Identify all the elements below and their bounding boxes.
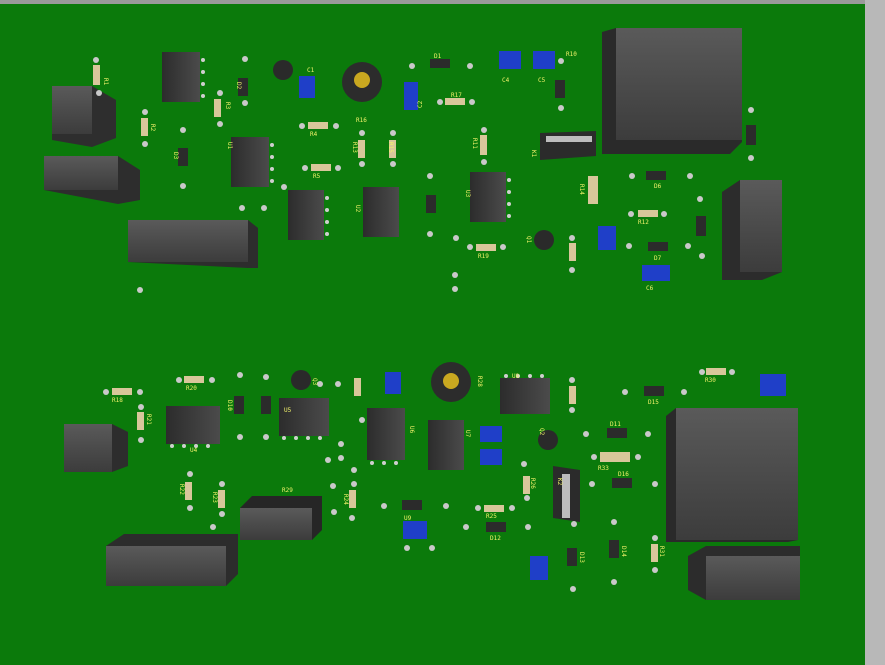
label-c6: C6 xyxy=(646,285,654,292)
relay-block-bottom-left-2 xyxy=(106,534,238,586)
label-r4: R4 xyxy=(310,131,318,138)
label-r15: R15 xyxy=(387,142,394,153)
label-r5: R5 xyxy=(313,173,321,180)
label-r31: R31 xyxy=(658,546,665,557)
label-q1: Q1 xyxy=(525,236,532,244)
ic-u2 xyxy=(231,137,274,187)
ic-u3 xyxy=(288,190,329,240)
label-k1: K1 xyxy=(530,150,537,158)
ic-u9 xyxy=(428,420,464,470)
label-r2: R2 xyxy=(149,124,156,132)
relay-block-right xyxy=(722,180,782,280)
label-u7: U7 xyxy=(464,430,471,438)
label-u9: U9 xyxy=(404,515,412,522)
label-d16: D16 xyxy=(618,471,629,478)
transistor-q4 xyxy=(538,430,558,450)
relay-k1 xyxy=(602,28,742,154)
ic-u4 xyxy=(363,187,399,237)
label-r1: R1 xyxy=(102,78,109,86)
label-d12: D12 xyxy=(490,535,501,542)
label-c2: C2 xyxy=(417,100,424,108)
ic-u5 xyxy=(470,172,511,222)
label-c4: C4 xyxy=(502,77,510,84)
relay-block-left-1 xyxy=(52,86,116,147)
label-r10: R10 xyxy=(566,51,577,58)
label-d6: D6 xyxy=(654,183,662,190)
label-d2: D2 xyxy=(235,82,242,90)
label-r17: R17 xyxy=(451,92,462,99)
ic-u6 xyxy=(166,406,220,448)
transistor-q3 xyxy=(291,370,311,390)
label-u2: U2 xyxy=(354,205,361,213)
label-r11: R11 xyxy=(471,138,478,149)
label-u3: U3 xyxy=(464,190,471,198)
label-d3: D3 xyxy=(172,152,179,160)
label-r33: R33 xyxy=(598,465,609,472)
regulator-top xyxy=(540,131,596,160)
label-r24: R24 xyxy=(342,494,349,505)
label-u4: U4 xyxy=(190,447,198,454)
label-c1: C1 xyxy=(307,67,315,74)
silkscreen-labels: R1 R2 R3 R4 R5 R10 R11 R12 R13 R14 R15 R… xyxy=(102,51,716,563)
label-r12: R12 xyxy=(638,219,649,226)
ic-u1 xyxy=(162,52,205,102)
label-k2: K2 xyxy=(556,478,563,486)
relay-block-bottom-right xyxy=(688,546,800,600)
ic-u10 xyxy=(500,374,550,414)
viewport-top-edge xyxy=(0,0,885,4)
label-r28: R28 xyxy=(476,376,483,387)
viewport-right-edge xyxy=(865,0,885,665)
label-r25: R25 xyxy=(486,513,497,520)
label-r21: R21 xyxy=(145,414,152,425)
label-r19: R19 xyxy=(478,253,489,260)
label-r23: R23 xyxy=(211,492,218,503)
label-r18: R18 xyxy=(112,397,123,404)
label-r13: R13 xyxy=(351,142,358,153)
blue-capacitors-top xyxy=(299,51,670,281)
relay-k2 xyxy=(666,408,798,542)
label-d15: D15 xyxy=(648,399,659,406)
label-d1: D1 xyxy=(434,53,442,60)
relay-block-bottom-mid xyxy=(240,496,322,540)
resistors-top xyxy=(93,65,658,261)
diodes-bottom xyxy=(234,386,664,566)
label-u8: U8 xyxy=(512,373,520,380)
ic-u8 xyxy=(367,408,405,465)
through-hole-pads xyxy=(93,56,754,592)
label-u6: U6 xyxy=(408,426,415,434)
ic-u7 xyxy=(279,398,329,440)
blue-capacitors-bottom xyxy=(385,372,786,580)
relay-block-bottom-left-1 xyxy=(64,424,128,472)
relay-block-left-3 xyxy=(128,220,258,268)
label-r20: R20 xyxy=(186,385,197,392)
label-d10: D10 xyxy=(226,400,233,411)
label-r22: R22 xyxy=(178,484,185,495)
label-r3: R3 xyxy=(224,102,231,110)
regulator-bottom xyxy=(553,466,580,522)
label-q3: Q3 xyxy=(311,378,318,386)
relay-block-left-2 xyxy=(44,156,140,204)
label-r16: R16 xyxy=(356,117,367,124)
label-r29: R29 xyxy=(282,487,293,494)
label-q2: Q2 xyxy=(538,428,545,436)
potentiometer-r28 xyxy=(431,362,471,402)
potentiometer-r16 xyxy=(342,62,382,102)
transistor-q1 xyxy=(273,60,293,80)
label-r14: R14 xyxy=(578,184,585,195)
label-d7: D7 xyxy=(654,255,662,262)
label-r26: R26 xyxy=(529,478,536,489)
label-d11: D11 xyxy=(610,421,621,428)
resistors-bottom xyxy=(112,368,726,562)
label-c5: C5 xyxy=(538,77,546,84)
diodes-top xyxy=(178,59,756,251)
label-r30: R30 xyxy=(705,377,716,384)
label-d14: D14 xyxy=(620,546,627,557)
label-d13: D13 xyxy=(578,552,585,563)
transistor-q2 xyxy=(534,230,554,250)
label-u1: U1 xyxy=(226,142,233,150)
label-u5: U5 xyxy=(284,407,292,414)
